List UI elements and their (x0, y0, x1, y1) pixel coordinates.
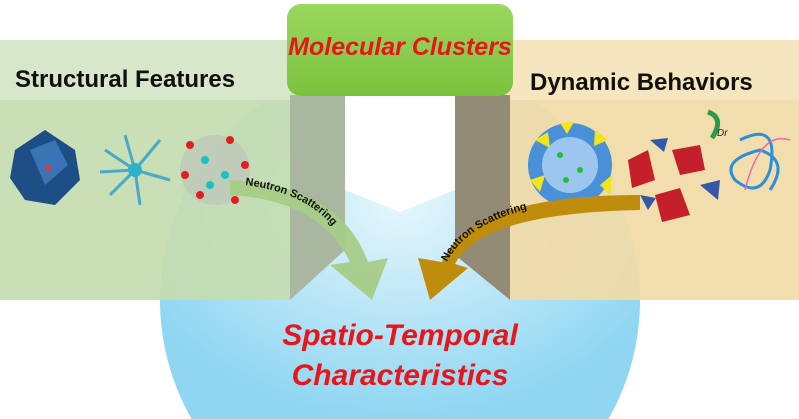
micelle-molecule (99, 134, 171, 206)
right-title: Dynamic Behaviors (530, 69, 753, 96)
center-title: Molecular Clusters (288, 33, 512, 61)
result-line2: Characteristics (292, 359, 509, 392)
polyoxometalate-molecule (10, 130, 80, 205)
left-title: Structural Features (15, 66, 235, 93)
tangled-molecule (729, 132, 791, 191)
white-gap (345, 95, 455, 212)
molecular-clusters-box (287, 4, 513, 96)
keplerate-molecule (528, 122, 612, 212)
rotation-label: Dr (717, 128, 728, 139)
result-line1: Spatio-Temporal (282, 319, 518, 352)
rotating-chain-molecule: Dr (628, 109, 728, 222)
